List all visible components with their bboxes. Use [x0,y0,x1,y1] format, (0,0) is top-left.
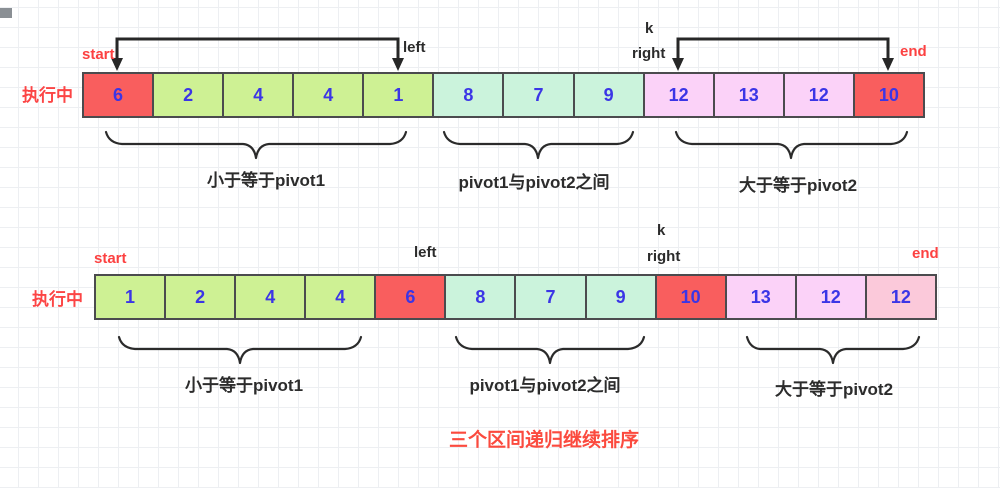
array-cell: 12 [642,74,713,116]
row2-pointer-end: end [912,245,939,262]
canvas-edge-artifact [0,8,12,18]
array-row1: 6 2 4 4 1 8 7 9 12 13 12 10 [82,72,925,118]
pointer-arrow-start-left [115,37,400,61]
array-cell: 1 [362,74,433,116]
array-cell: 8 [432,74,503,116]
array-cell: 6 [84,74,153,116]
row1-pointer-right: right [632,45,666,62]
array-cell: 7 [514,276,585,318]
arrowhead-left [392,58,404,71]
curly-brace-row1-le-pivot1 [104,130,408,160]
arrowhead-end [882,58,894,71]
row1-pointer-left: left [403,39,426,56]
array-cell: 10 [654,276,725,318]
row2-pointer-right: right [647,248,681,265]
array-cell: 12 [794,276,865,318]
row2-brace-label-ge-pivot2: 大于等于pivot2 [774,380,894,399]
row1-pointer-k: k [645,20,654,37]
row1-brace-label-between: pivot1与pivot2之间 [458,173,610,192]
pointer-arrow-right-end [676,37,890,61]
row1-status-label: 执行中 [22,86,73,105]
row1-brace-label-le-pivot1: 小于等于pivot1 [206,171,326,190]
row1-brace-label-ge-pivot2: 大于等于pivot2 [738,176,858,195]
row2-pointer-k: k [657,222,666,239]
curly-brace-row1-between [442,130,635,160]
curly-brace-row2-le-pivot1 [117,335,363,365]
row2-status-label: 执行中 [32,290,83,309]
array-cell: 12 [782,74,853,116]
curly-brace-row2-between [454,335,646,365]
array-cell: 4 [304,276,375,318]
array-cell: 4 [234,276,305,318]
row2-pointer-start: start [94,250,127,267]
array-cell: 7 [502,74,573,116]
array-cell: 2 [164,276,235,318]
row2-brace-label-le-pivot1: 小于等于pivot1 [184,376,304,395]
array-cell: 9 [584,276,655,318]
arrowhead-right [672,58,684,71]
array-cell: 9 [572,74,643,116]
array-cell: 13 [724,276,795,318]
array-cell: 10 [852,74,923,116]
curly-brace-row2-ge-pivot2 [745,335,921,365]
array-cell: 6 [374,276,445,318]
array-cell: 4 [222,74,293,116]
curly-brace-row1-ge-pivot2 [674,130,909,160]
array-cell: 12 [864,276,935,318]
row1-pointer-start: start [82,46,115,63]
row2-brace-label-between: pivot1与pivot2之间 [469,376,621,395]
array-cell: 1 [96,276,165,318]
array-cell: 8 [444,276,515,318]
row1-pointer-end: end [900,43,927,60]
array-cell: 4 [292,74,363,116]
row2-pointer-left: left [414,244,437,261]
array-cell: 2 [152,74,223,116]
array-cell: 13 [712,74,783,116]
footer-note: 三个区间递归继续排序 [448,430,640,451]
array-row2: 1 2 4 4 6 8 7 9 10 13 12 12 [94,274,937,320]
